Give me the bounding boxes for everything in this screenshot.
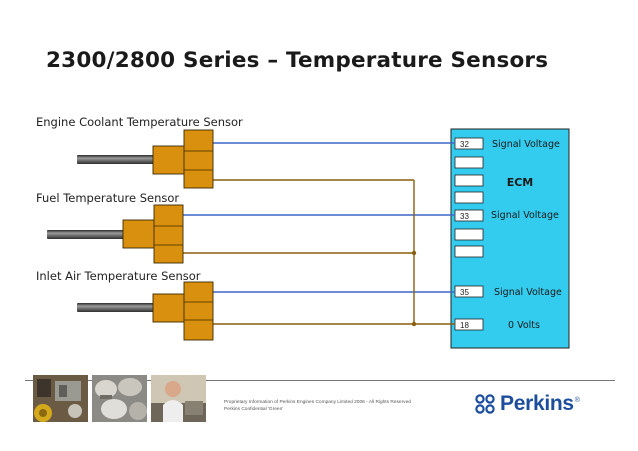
pin-signal-35: Signal Voltage [494, 287, 562, 298]
sensor-hex-body [152, 145, 187, 175]
logo-registered-mark: ® [574, 396, 580, 404]
pin-number-32: 32 [460, 140, 469, 149]
sensor-label-coolant: Engine Coolant Temperature Sensor [36, 115, 243, 129]
pin-number-33: 33 [460, 212, 469, 221]
pin-signal-18: 0 Volts [508, 320, 540, 331]
sensor-probe [77, 155, 155, 164]
pin-box-empty [454, 191, 484, 204]
sensor-probe [77, 303, 155, 312]
logo-wordmark: Perkins [500, 392, 574, 415]
coolant-temperature-sensor-icon [77, 129, 214, 189]
footer-line-2: Perkins Confidential 'Green' [224, 407, 284, 412]
page-title: 2300/2800 Series – Temperature Sensors [46, 48, 549, 73]
perkins-logo: Perkins ® [474, 392, 580, 416]
pin-box-empty [454, 156, 484, 169]
sensor-connector [183, 281, 214, 341]
ecm-pin-connectors [454, 137, 484, 331]
sensor-label-inlet-air: Inlet Air Temperature Sensor [36, 269, 201, 283]
pin-box-empty [454, 174, 484, 187]
pin-signal-32: Signal Voltage [492, 139, 560, 150]
sensor-probe [47, 230, 125, 239]
footer-divider [25, 380, 615, 381]
pin-box-empty [454, 245, 484, 258]
ground-junction-dot [411, 321, 417, 327]
engineer-photo [151, 375, 206, 422]
sensor-label-fuel: Fuel Temperature Sensor [36, 191, 180, 205]
pin-number-35: 35 [460, 288, 469, 297]
sensor-hex-body [152, 293, 187, 323]
ground-junction-dot [411, 250, 417, 256]
fuel-temperature-sensor-icon [47, 204, 184, 264]
footer-legal-text: Proprietary Information of Perkins Engin… [224, 399, 411, 413]
perkins-logo-icon [475, 394, 495, 414]
ecm-label: ECM [507, 176, 534, 189]
sensor-hex-body [122, 219, 157, 249]
sensor-connector [153, 204, 184, 264]
pistons-photo [92, 375, 147, 422]
pin-number-18: 18 [460, 321, 469, 330]
engine-parts-photo [33, 375, 88, 422]
pin-box-empty [454, 228, 484, 241]
footer-line-1: Proprietary Information of Perkins Engin… [224, 400, 411, 405]
sensor-connector [183, 129, 214, 189]
inlet-air-temperature-sensor-icon [77, 281, 214, 341]
pin-signal-33: Signal Voltage [491, 210, 559, 221]
